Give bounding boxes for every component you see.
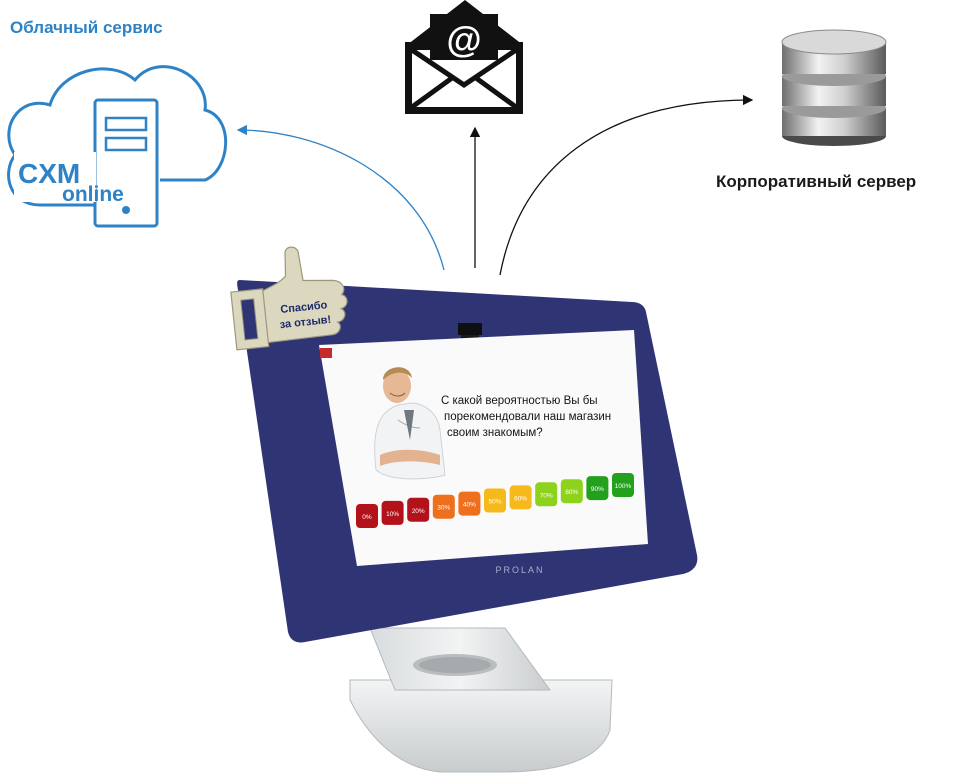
rating-option-box[interactable]	[586, 476, 609, 501]
sticker-text-line-1: Спасибо	[280, 299, 328, 316]
rating-option-label: 80%	[565, 489, 578, 496]
rating-option-60[interactable]: 60%	[509, 485, 532, 510]
cloud-service-label: Облачный сервис	[10, 18, 163, 37]
rating-option-10[interactable]: 10%	[381, 500, 404, 525]
kiosk-screen	[319, 330, 648, 566]
rating-option-box[interactable]	[560, 479, 583, 504]
rating-option-80[interactable]: 80%	[560, 479, 583, 504]
rating-option-label: 30%	[437, 505, 450, 512]
smiling-man-photo	[374, 367, 446, 480]
rating-option-70[interactable]: 70%	[535, 482, 558, 507]
rating-option-box[interactable]	[535, 482, 558, 507]
rating-option-box[interactable]	[381, 500, 404, 525]
rating-option-box[interactable]	[612, 473, 634, 497]
rating-buttons: 0% 10% 20% 30% 40% 50% 60% 70% 80% 90% 100%	[356, 473, 634, 528]
rating-option-box[interactable]	[484, 488, 506, 513]
thank-you-sticker: Спасибо за отзыв!	[230, 246, 348, 351]
arrow-to-server	[499, 94, 754, 276]
online-logo-text: online	[62, 183, 124, 206]
question-line-3: своим знакомым?	[447, 427, 543, 439]
kiosk-brand: PROLAN	[495, 565, 544, 575]
rating-option-box[interactable]	[356, 504, 378, 528]
corporate-server-label: Корпоративный сервер	[716, 172, 917, 191]
arrow-to-cloud	[236, 124, 445, 271]
rating-option-label: 60%	[514, 495, 527, 502]
database-server-icon	[781, 29, 887, 146]
rating-option-30[interactable]: 30%	[432, 494, 455, 519]
rating-option-label: 20%	[412, 508, 425, 515]
cloud-service-icon: CXM online	[7, 65, 228, 228]
at-sign: @	[446, 19, 481, 60]
camera-icon	[458, 323, 482, 335]
kiosk-stand	[349, 627, 613, 773]
rating-option-label: 10%	[386, 511, 399, 518]
rating-option-box[interactable]	[432, 494, 455, 519]
rating-option-label: 0%	[362, 514, 372, 521]
rating-option-20[interactable]: 20%	[407, 497, 430, 522]
rating-option-box[interactable]	[407, 497, 430, 522]
rating-option-label: 40%	[463, 502, 476, 509]
rating-option-label: 70%	[540, 492, 553, 499]
question-line-1: С какой вероятностью Вы бы	[441, 395, 598, 407]
rating-option-50[interactable]: 50%	[484, 488, 506, 513]
screen-logo-icon	[320, 348, 332, 358]
survey-question: С какой вероятностью Вы бы порекомендова…	[441, 395, 611, 439]
question-line-2: порекомендовали наш магазин	[444, 411, 611, 423]
rating-option-100[interactable]: 100%	[612, 473, 634, 497]
rating-option-90[interactable]: 90%	[586, 476, 609, 501]
rating-option-box[interactable]	[458, 491, 481, 516]
rating-option-label: 90%	[591, 486, 604, 493]
email-envelope-icon: @	[405, 0, 523, 114]
sticker-text-line-2: за отзыв!	[279, 314, 332, 331]
cxm-logo-text: CXM	[18, 158, 80, 189]
rating-option-40[interactable]: 40%	[458, 491, 481, 516]
rating-option-label: 100%	[615, 483, 632, 490]
rating-option-box[interactable]	[509, 485, 532, 510]
rating-option-0[interactable]: 0%	[356, 504, 378, 528]
rating-option-label: 50%	[488, 499, 501, 506]
